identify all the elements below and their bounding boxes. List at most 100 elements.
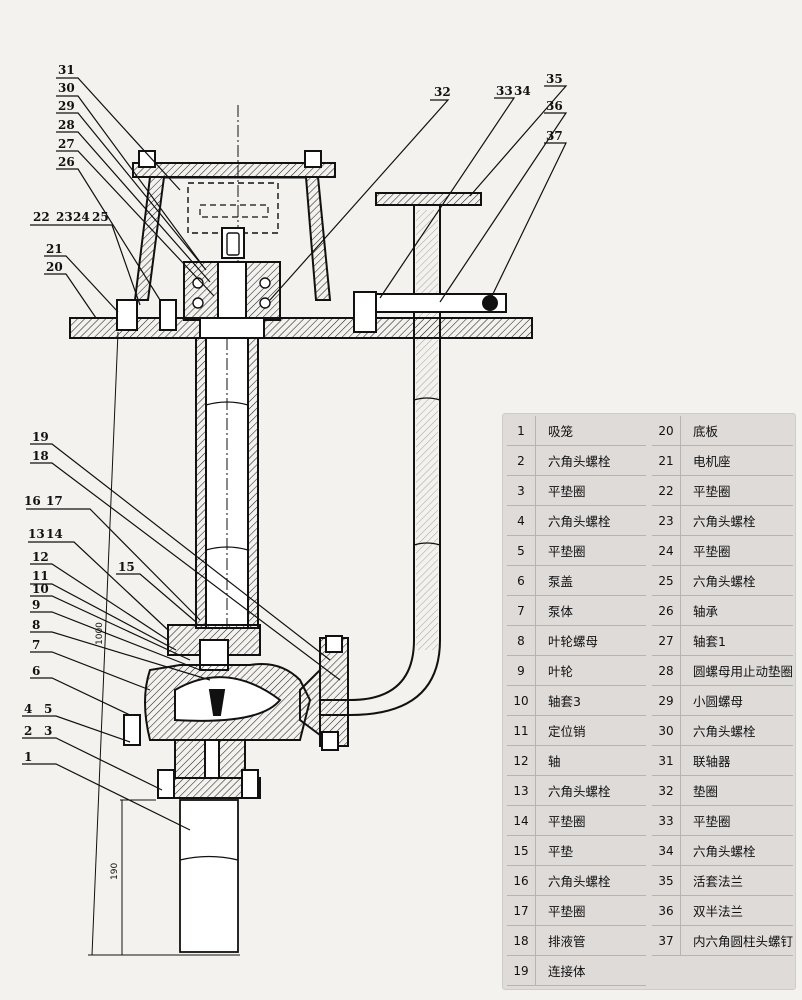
parts-list-row: 34 六角头螺栓 [651,836,793,866]
part-number: 14 [507,806,536,835]
part-number: 35 [652,866,681,895]
part-number: 22 [652,476,681,505]
part-name: 双半法兰 [692,904,743,919]
part-name: 电机座 [692,454,731,469]
part-number: 24 [652,536,681,565]
part-number: 19 [507,956,536,985]
parts-list-row: 35 活套法兰 [651,866,793,896]
part-number: 27 [652,626,681,655]
part-number: 16 [507,866,536,895]
part-number: 23 [652,506,681,535]
part-name: 吸笼 [548,424,574,439]
callout-7: 7 [32,638,40,652]
part-name: 六角头螺栓 [692,574,756,589]
part-number: 28 [652,656,681,685]
part-number: 9 [507,656,536,685]
part-name: 活套法兰 [692,874,743,889]
callout-32: 32 [434,85,451,99]
callout-34: 34 [514,84,531,98]
callout-30: 30 [58,81,75,95]
part-number: 17 [507,896,536,925]
callout-27: 27 [58,137,75,151]
callout-2: 2 [24,724,32,738]
part-number: 4 [507,506,536,535]
part-number: 13 [507,776,536,805]
part-number: 37 [652,926,681,955]
part-number: 12 [507,746,536,775]
callout-12: 12 [32,550,49,564]
callout-5: 5 [44,702,52,716]
part-name: 叶轮 [548,664,574,679]
callout-33: 33 [496,84,513,98]
part-name: 六角头螺栓 [692,844,756,859]
callout-36: 36 [546,99,563,113]
callout-4: 4 [24,702,32,716]
part-name: 泵体 [548,604,574,619]
dimension-labels: 1000 190 [95,622,120,880]
part-number: 34 [652,836,681,865]
part-name: 联轴器 [692,754,731,769]
callout-6: 6 [32,664,40,678]
callout-1: 1 [24,750,32,764]
part-name: 平垫圈 [692,814,731,829]
parts-list-row: 22 平垫圈 [651,476,793,506]
parts-list-row: 16 六角头螺栓 [507,866,646,896]
part-name: 平垫 [548,844,574,859]
base-plate [69,317,533,339]
callout-17: 17 [46,494,63,508]
part-number: 26 [652,596,681,625]
dimension-submerged: 190 [110,863,120,880]
part-number: 1 [507,416,536,445]
part-name: 平垫圈 [692,544,731,559]
part-name: 六角头螺栓 [692,724,756,739]
parts-list-row: 24 平垫圈 [651,536,793,566]
callout-16: 16 [24,494,41,508]
part-name: 六角头螺栓 [548,514,611,529]
part-number: 25 [652,566,681,595]
part-name: 六角头螺栓 [548,454,611,469]
callout-28: 28 [58,118,75,132]
callout-24: 24 [73,210,90,224]
part-name: 圆螺母用止动垫圈 [692,664,793,679]
callout-8: 8 [32,618,40,632]
callout-22: 22 [33,210,50,224]
callout-15: 15 [118,560,135,574]
callout-31: 31 [58,63,75,77]
part-name: 六角头螺栓 [548,784,611,799]
leader-lines [22,77,568,831]
parts-list-row: 28 圆螺母用止动垫圈 [651,656,793,686]
part-number: 10 [507,686,536,715]
part-name: 平垫圈 [692,484,731,499]
callout-9: 9 [32,598,40,612]
callout-3: 3 [44,724,52,738]
parts-list-row: 4 六角头螺栓 [507,506,646,536]
part-number: 18 [507,926,536,955]
part-name: 小圆螺母 [692,694,743,709]
callout-13: 13 [28,527,45,541]
callout-numbers: 31 30 29 28 27 26 22 23 24 25 21 20 32 3… [24,63,563,764]
part-name: 垫圈 [692,784,718,799]
part-number: 5 [507,536,536,565]
parts-list-row: 9 叶轮 [507,656,646,686]
parts-list-row: 1 吸笼 [507,416,646,446]
callout-29: 29 [58,99,75,113]
part-number: 8 [507,626,536,655]
part-name: 六角头螺栓 [548,874,611,889]
parts-list-row: 31 联轴器 [651,746,793,776]
part-number: 31 [652,746,681,775]
